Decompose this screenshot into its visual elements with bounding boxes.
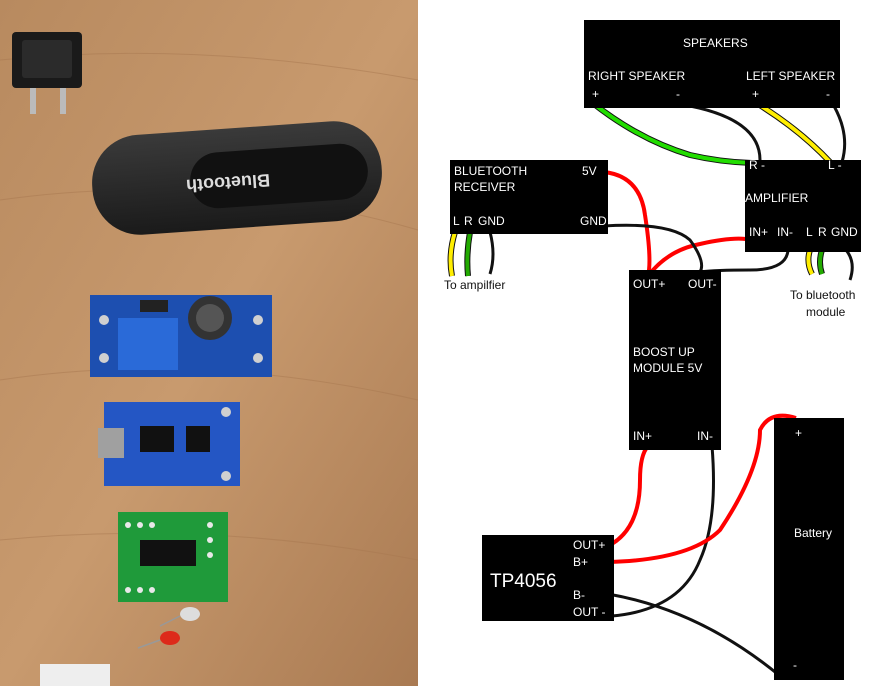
bt-pin-gnd: GND (478, 214, 505, 228)
amp-pin-l2: L (806, 225, 813, 239)
amp-pin-r: R - (749, 158, 765, 172)
black-wire-right-speaker (689, 104, 762, 161)
left-speaker-plus: + (752, 87, 759, 101)
left-speaker-label: LEFT SPEAKER (746, 69, 835, 83)
amp-note-line1: To bluetooth (790, 288, 855, 302)
tp4056-out-plus: OUT+ (573, 538, 605, 552)
bt-title-line2: RECEIVER (454, 180, 516, 194)
yellow-wire-amp-left (806, 249, 814, 275)
amplifier-module: R - L - AMPLIFIER IN+ IN- L R GND (745, 158, 861, 252)
amp-pin-l: L - (828, 158, 842, 172)
amp-pin-r2: R (818, 225, 827, 239)
green-wire-bt-right (465, 231, 472, 277)
black-wire-bt-gnd (488, 231, 495, 275)
bt-pin-l: L (453, 214, 460, 228)
right-speaker-plus: + (592, 87, 599, 101)
amp-pin-in-plus: IN+ (749, 225, 768, 239)
battery-module: + Battery - (774, 418, 844, 680)
black-wire-left-speaker (832, 105, 847, 163)
amplifier-pcb (118, 512, 228, 602)
black-wire-boost-in-minus (611, 445, 715, 618)
bt-pin-r: R (464, 214, 473, 228)
red-wire-battery-plus (607, 413, 797, 564)
black-wire-amp-gnd (844, 249, 854, 281)
bt-pin-5v: 5V (582, 164, 597, 178)
boost-title-line2: MODULE 5V (633, 361, 702, 375)
battery-plus: + (795, 426, 802, 440)
bluetooth-receiver-module: BLUETOOTH RECEIVER 5V GND L R GND (450, 160, 608, 234)
green-wire-outline (592, 101, 753, 166)
battery-minus: - (793, 658, 797, 672)
yellow-wire-left-speaker (756, 102, 832, 164)
bt-note: To ampilfier (444, 278, 505, 292)
tp4056-title: TP4056 (490, 571, 557, 592)
boost-module-pcb (90, 295, 272, 377)
red-wire-bt-5v (603, 170, 652, 277)
bt-pin-gnd-right: GND (580, 214, 607, 228)
right-speaker-minus: - (676, 87, 680, 101)
tp4056-pcb (98, 402, 240, 486)
boost-out-plus: OUT+ (633, 277, 665, 291)
led-components (40, 607, 200, 686)
amp-title: AMPLIFIER (745, 191, 809, 205)
bluetooth-dongle: Bluetooth (92, 121, 382, 235)
tp4056-b-minus: B- (573, 588, 585, 602)
yellow-wire-bt-left (448, 231, 457, 277)
amp-pin-in-minus: IN- (777, 225, 793, 239)
boost-in-minus: IN- (697, 429, 713, 443)
bt-title-line1: BLUETOOTH (454, 164, 527, 178)
black-wire-bt-gnd-out (603, 223, 704, 273)
boost-title-line1: BOOST UP (633, 345, 695, 359)
boost-in-plus: IN+ (633, 429, 652, 443)
left-speaker-minus: - (826, 87, 830, 101)
tp4056-module: TP4056 OUT+ B+ B- OUT - (482, 535, 614, 621)
battery-title: Battery (794, 526, 832, 540)
red-wire-boost-in-plus (607, 444, 650, 548)
speakers-title: SPEAKERS (683, 36, 748, 50)
speakers-module: SPEAKERS RIGHT SPEAKER LEFT SPEAKER + - … (584, 20, 840, 108)
red-wire-amp-in-plus (646, 236, 753, 278)
tp4056-out-minus: OUT - (573, 605, 605, 619)
green-wire-right-speaker (592, 102, 753, 165)
boost-module: OUT+ OUT- BOOST UP MODULE 5V IN+ IN- (629, 270, 721, 450)
black-wire-battery-minus (607, 592, 781, 678)
green-wire-amp-right (818, 249, 824, 275)
tp4056-b-plus: B+ (573, 555, 588, 569)
amp-pin-gnd: GND (831, 225, 858, 239)
right-speaker-label: RIGHT SPEAKER (588, 69, 685, 83)
boost-out-minus: OUT- (688, 277, 717, 291)
amp-note-line2: module (806, 305, 846, 319)
rocker-switch (12, 32, 82, 114)
